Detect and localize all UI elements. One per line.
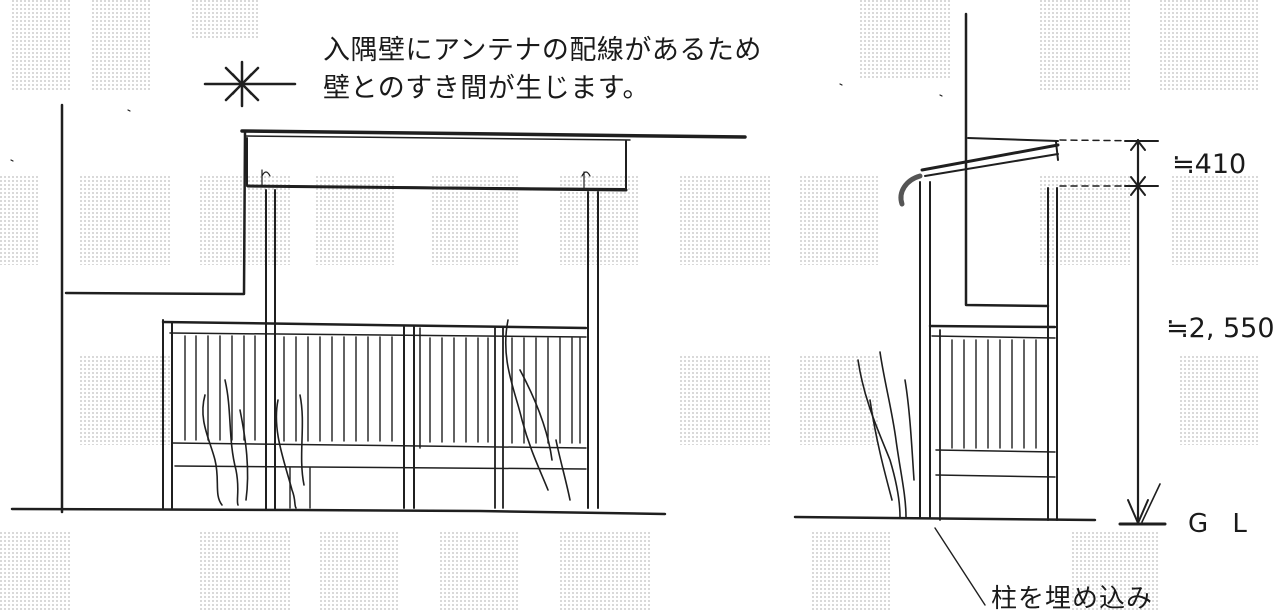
side-elevation: [793, 12, 1167, 606]
asterisk-marker-icon: [203, 60, 297, 108]
post-embed-note: 柱を埋め込み: [991, 584, 1154, 612]
front-elevation: [10, 103, 747, 516]
ground-level-label: G L: [1188, 509, 1255, 539]
wall-gap-note: 入隅壁にアンテナの配線があるため 壁とのすき間が生じます。: [323, 32, 762, 108]
roof-offset-dimension: ≒410: [1172, 149, 1247, 180]
wall-gap-note-line-2: 壁とのすき間が生じます。: [323, 73, 651, 104]
wall-gap-note-line-1: 入隅壁にアンテナの配線があるため: [323, 35, 762, 66]
height-dimension: ≒2, 550: [1166, 313, 1275, 344]
